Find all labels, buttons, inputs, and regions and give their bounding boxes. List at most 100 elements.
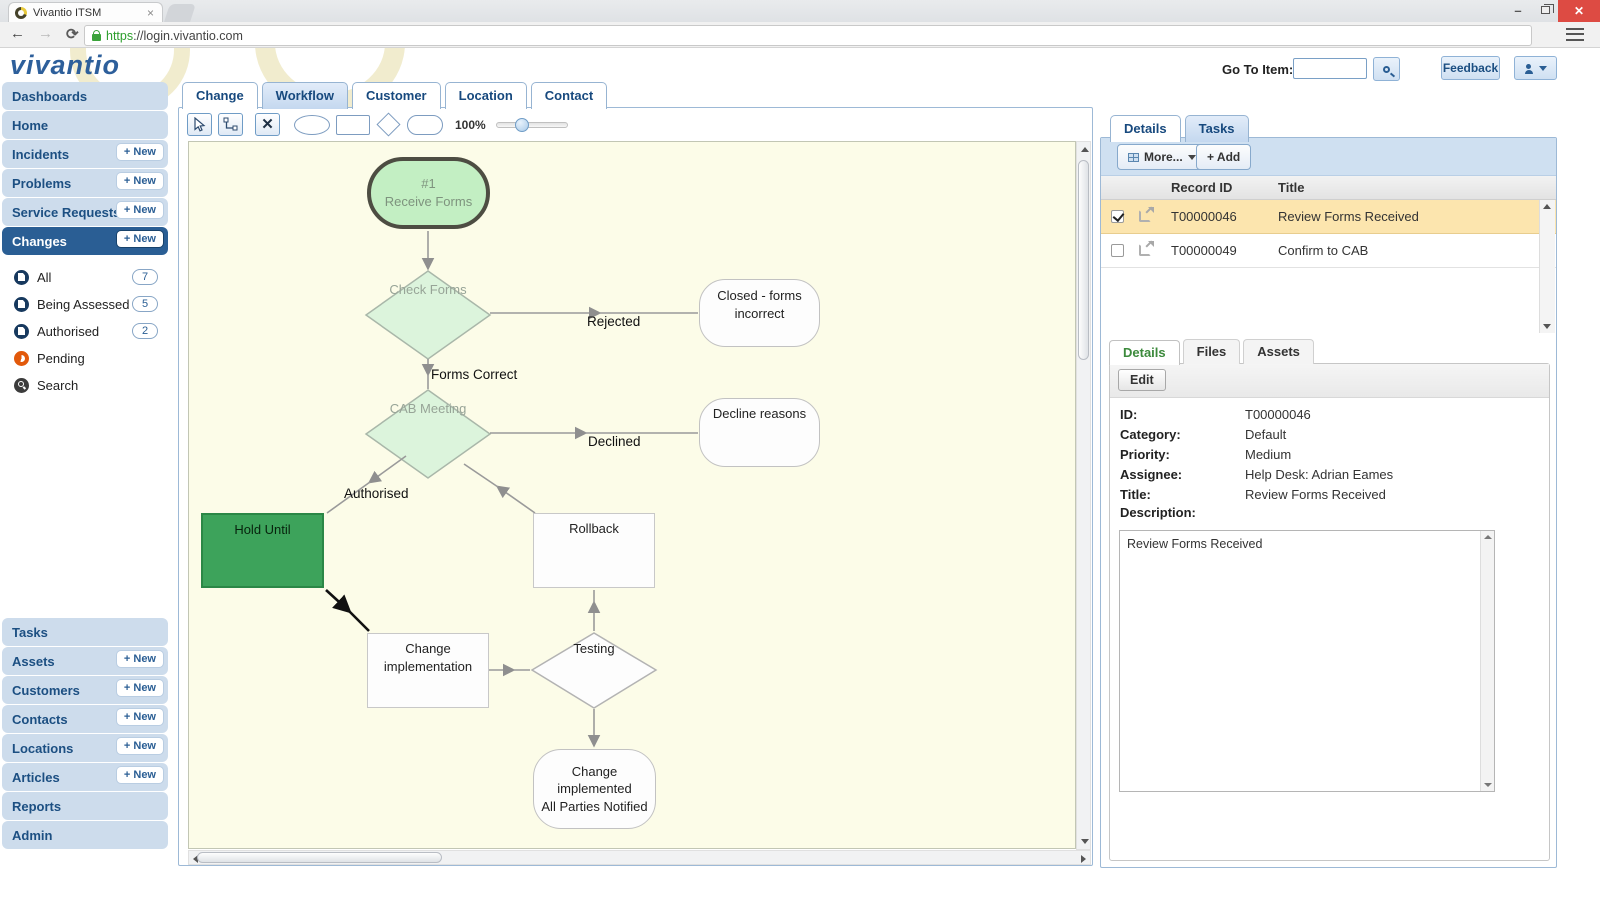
task-list-scrollbar[interactable] (1539, 200, 1555, 333)
sidebar-item-articles[interactable]: Articles+ New (2, 763, 168, 791)
sidebar-item-locations[interactable]: Locations+ New (2, 734, 168, 762)
description-textarea[interactable]: Review Forms Received (1119, 530, 1495, 792)
vertical-scroll-thumb[interactable] (1078, 160, 1089, 360)
scroll-up-icon[interactable] (1543, 204, 1551, 209)
task-row[interactable]: T00000046 Review Forms Received (1101, 200, 1556, 234)
column-header-title[interactable]: Title (1278, 180, 1305, 195)
user-menu-button[interactable] (1514, 56, 1557, 80)
subtab-assets[interactable]: Assets (1243, 339, 1314, 364)
subtab-details[interactable]: Details (1109, 340, 1180, 365)
new-location-button[interactable]: + New (116, 738, 163, 754)
workflow-node-hold-until[interactable]: Hold Until (201, 513, 324, 588)
zoom-slider-thumb[interactable] (514, 117, 529, 132)
row-checkbox[interactable] (1111, 244, 1124, 257)
sidebar-item-service-requests[interactable]: Service Requests+ New (2, 198, 168, 226)
scroll-up-icon[interactable] (1484, 535, 1492, 539)
open-record-icon[interactable] (1139, 207, 1154, 222)
workflow-node-check-forms[interactable]: Check Forms (389, 282, 467, 297)
add-task-button[interactable]: + Add (1196, 144, 1252, 170)
workflow-node-cab-meeting[interactable]: CAB Meeting (389, 401, 467, 416)
tab-workflow[interactable]: Workflow (261, 82, 348, 109)
tab-customer[interactable]: Customer (351, 82, 441, 109)
scroll-down-icon[interactable] (1543, 324, 1551, 329)
sidebar-view-authorised[interactable]: Authorised 2 (0, 318, 170, 345)
rectangle-shape-tool[interactable] (336, 114, 370, 135)
subtab-files[interactable]: Files (1182, 339, 1241, 364)
sidebar-view-pending[interactable]: Pending (0, 345, 170, 372)
tab-location[interactable]: Location (444, 82, 527, 109)
new-article-button[interactable]: + New (116, 767, 163, 783)
sidebar-view-all[interactable]: All 7 (0, 264, 170, 291)
new-incident-button[interactable]: + New (116, 144, 163, 160)
sidebar-item-problems[interactable]: Problems+ New (2, 169, 168, 197)
workflow-node-testing[interactable]: Testing (573, 641, 615, 656)
new-change-button[interactable]: + New (116, 231, 163, 247)
new-tab-button[interactable] (164, 4, 196, 22)
new-problem-button[interactable]: + New (116, 173, 163, 189)
tab-close-icon[interactable]: × (146, 5, 154, 20)
sidebar-item-customers[interactable]: Customers+ New (2, 676, 168, 704)
sidebar-item-changes[interactable]: Changes+ New (2, 227, 168, 255)
tab-tasks[interactable]: Tasks (1184, 115, 1249, 142)
workflow-node-decline-reasons[interactable]: Decline reasons (699, 398, 820, 467)
forward-button[interactable]: → (38, 25, 53, 42)
new-customer-button[interactable]: + New (116, 680, 163, 696)
sidebar-item-reports[interactable]: Reports (2, 792, 168, 820)
window-minimize-button[interactable]: – (1514, 2, 1522, 18)
workflow-node-rollback[interactable]: Rollback (533, 513, 655, 588)
column-header-record-id[interactable]: Record ID (1171, 180, 1233, 195)
sidebar-item-dashboards[interactable]: Dashboards (2, 82, 168, 110)
horizontal-scroll-thumb[interactable] (197, 852, 442, 863)
menu-icon[interactable] (1566, 28, 1584, 41)
delete-shape-button[interactable]: ✕ (255, 113, 280, 136)
scroll-up-icon[interactable] (1081, 147, 1089, 152)
task-row[interactable]: T00000049 Confirm to CAB (1101, 234, 1556, 268)
back-button[interactable]: ← (10, 25, 25, 42)
sidebar-view-being-assessed[interactable]: Being Assessed 5 (0, 291, 170, 318)
workflow-canvas[interactable]: #1 Receive Forms Closed - forms incorrec… (188, 141, 1076, 849)
sidebar-item-home[interactable]: Home (2, 111, 168, 139)
zoom-slider[interactable] (495, 117, 568, 132)
field-title: Title: Review Forms Received (1120, 487, 1386, 502)
workflow-node-change-implemented[interactable]: Change implemented All Parties Notified (533, 749, 656, 829)
row-checkbox[interactable] (1111, 210, 1124, 223)
canvas-vertical-scrollbar[interactable] (1076, 141, 1091, 850)
scroll-right-icon[interactable] (1081, 855, 1086, 863)
new-contact-button[interactable]: + New (116, 709, 163, 725)
sidebar-item-incidents[interactable]: Incidents+ New (2, 140, 168, 168)
goto-search-button[interactable] (1373, 57, 1400, 81)
sidebar-item-assets[interactable]: Assets+ New (2, 647, 168, 675)
tab-contact[interactable]: Contact (530, 82, 608, 109)
open-record-icon[interactable] (1139, 241, 1154, 256)
edit-button[interactable]: Edit (1118, 369, 1166, 391)
scroll-down-icon[interactable] (1484, 783, 1492, 787)
pointer-tool-button[interactable] (187, 113, 212, 136)
refresh-button[interactable]: ⟳ (66, 26, 79, 43)
more-button[interactable]: More... (1117, 144, 1207, 170)
workflow-node-closed-forms-incorrect[interactable]: Closed - forms incorrect (699, 279, 820, 347)
window-restore-button[interactable] (1532, 0, 1558, 20)
connector-tool-button[interactable] (218, 113, 243, 136)
workflow-node-receive-forms[interactable]: #1 Receive Forms (367, 157, 490, 229)
canvas-horizontal-scrollbar[interactable] (188, 850, 1091, 865)
feedback-button[interactable]: Feedback (1441, 56, 1500, 80)
scroll-down-icon[interactable] (1081, 839, 1089, 844)
sidebar-view-search[interactable]: Search (0, 372, 170, 399)
ellipse-shape-tool[interactable] (294, 114, 330, 135)
sidebar-item-contacts[interactable]: Contacts+ New (2, 705, 168, 733)
sidebar-item-tasks[interactable]: Tasks (2, 618, 168, 646)
scroll-left-icon[interactable] (193, 855, 198, 863)
description-scrollbar[interactable] (1480, 531, 1494, 791)
goto-item-input[interactable] (1293, 58, 1367, 79)
sidebar-item-admin[interactable]: Admin (2, 821, 168, 849)
address-bar[interactable]: https ://login.vivantio.com (84, 25, 1532, 46)
tab-change[interactable]: Change (182, 82, 258, 109)
window-close-button[interactable]: ✕ (1558, 0, 1600, 22)
tab-details[interactable]: Details (1110, 115, 1181, 142)
workflow-node-change-implementation[interactable]: Change implementation (367, 633, 489, 708)
new-asset-button[interactable]: + New (116, 651, 163, 667)
browser-tab[interactable]: Vivantio ITSM × (8, 2, 163, 22)
stadium-shape-tool[interactable] (407, 114, 443, 135)
diamond-shape-tool[interactable] (376, 112, 401, 137)
new-service-request-button[interactable]: + New (116, 202, 163, 218)
